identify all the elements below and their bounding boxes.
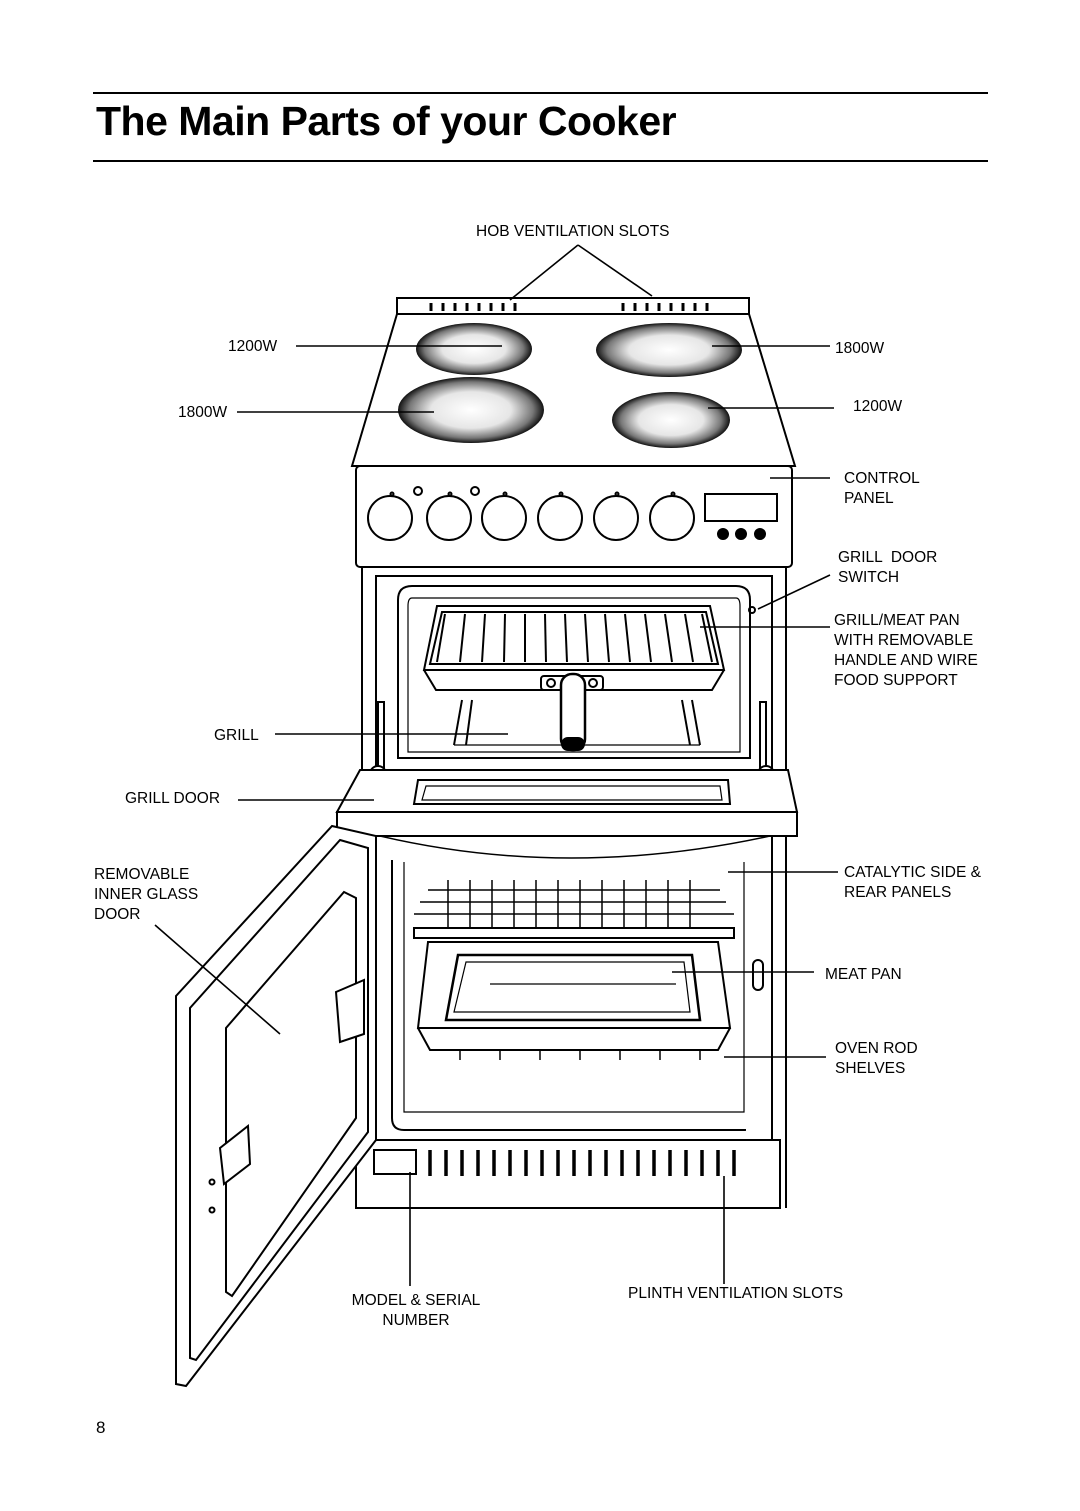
- label-model-serial-number: MODEL & SERIAL NUMBER: [346, 1291, 486, 1331]
- hotplate-front-left: [398, 377, 544, 443]
- meat-pan-drawing: [416, 941, 732, 1029]
- control-panel-drawing: [355, 465, 793, 568]
- hotplate-back-right: [596, 323, 742, 377]
- grill-door-drawing: [335, 769, 799, 837]
- label-hotplate-front-left: 1800W: [178, 404, 228, 421]
- grill-pan-handle: [540, 672, 604, 752]
- hob-ventilation-slots: [429, 303, 709, 311]
- hotplate-front-right: [612, 392, 730, 448]
- top-rule: [93, 92, 988, 94]
- label-line: CATALYTIC SIDE &: [844, 864, 981, 881]
- label-oven-rod-shelves: OVEN ROD SHELVES: [835, 1039, 918, 1079]
- label-line: CONTROL: [844, 470, 920, 487]
- page-number: 8: [96, 1418, 106, 1437]
- label-hotplate-back-right: 1800W: [835, 340, 885, 357]
- label-hotplate-back-left: 1200W: [228, 338, 278, 355]
- title-underline: [93, 160, 988, 162]
- page-title: The Main Parts of your Cooker: [96, 98, 677, 144]
- label-line: MODEL & SERIAL: [351, 1292, 481, 1309]
- main-oven-door: [175, 824, 377, 1388]
- grill-pan-rack: [422, 605, 726, 691]
- hotplate-back-left: [416, 323, 532, 375]
- label-line: REAR PANELS: [844, 884, 952, 901]
- label-line: SHELVES: [835, 1060, 906, 1077]
- label-line: OVEN ROD: [835, 1040, 918, 1057]
- label-line: HANDLE AND WIRE: [834, 652, 978, 669]
- plinth: [355, 1139, 781, 1209]
- label-line: INNER GLASS: [94, 886, 199, 903]
- leader-lines: [154, 244, 838, 1286]
- label-line: PANEL: [844, 490, 894, 507]
- label-grill-meat-pan: GRILL/MEAT PAN WITH REMOVABLE HANDLE AND…: [834, 611, 978, 691]
- label-grill-door-switch: GRILL DOOR SWITCH: [838, 548, 937, 588]
- label-hotplate-front-right: 1200W: [853, 398, 903, 415]
- hob: [350, 297, 797, 467]
- label-line: FOOD SUPPORT: [834, 672, 958, 689]
- label-control-panel: CONTROL PANEL: [844, 469, 920, 509]
- label-line: GRILL/MEAT PAN: [834, 612, 960, 629]
- label-grill: GRILL: [214, 727, 259, 744]
- main-oven: [391, 860, 746, 1131]
- label-line: SWITCH: [838, 569, 900, 586]
- label-plinth-ventilation-slots: PLINTH VENTILATION SLOTS: [628, 1285, 844, 1302]
- label-line: WITH REMOVABLE: [834, 632, 974, 649]
- label-line: DOOR: [94, 906, 141, 923]
- grill-compartment: [369, 575, 775, 783]
- label-grill-door: GRILL DOOR: [125, 790, 221, 807]
- label-meat-pan: MEAT PAN: [825, 966, 902, 983]
- label-hob-ventilation-slots: HOB VENTILATION SLOTS: [476, 223, 670, 240]
- label-line: REMOVABLE: [94, 866, 190, 883]
- label-line: GRILL DOOR: [838, 549, 938, 566]
- label-catalytic-panels: CATALYTIC SIDE & REAR PANELS: [844, 863, 981, 903]
- label-removable-inner-glass-door: REMOVABLE INNER GLASS DOOR: [94, 865, 198, 925]
- label-line: NUMBER: [382, 1312, 450, 1329]
